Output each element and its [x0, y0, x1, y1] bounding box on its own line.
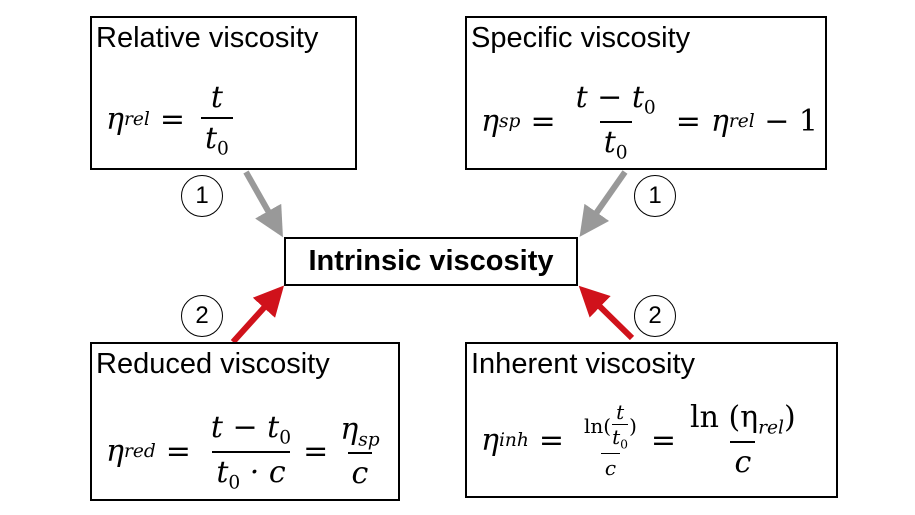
zero: 0	[279, 427, 292, 449]
box-title: Relative viscosity	[96, 22, 319, 54]
t-minus-t: t − t	[210, 410, 280, 445]
close-paren: )	[784, 400, 796, 436]
ln: ln(	[584, 413, 612, 438]
fraction: ηsp c	[336, 412, 383, 492]
eta: η	[481, 422, 499, 458]
subscript: inh	[498, 429, 529, 451]
denominator: t0	[200, 117, 233, 160]
t: t	[603, 124, 616, 160]
subscript: rel	[728, 111, 755, 132]
eta: η	[710, 104, 729, 139]
fraction: t t0	[200, 80, 233, 160]
equals: =	[303, 434, 329, 469]
equals: =	[165, 434, 191, 469]
denominator: c	[347, 452, 373, 491]
t: t	[612, 425, 621, 449]
equals: =	[159, 102, 185, 138]
subscript: red	[123, 441, 156, 462]
subscript: rel	[123, 109, 150, 131]
fraction: ln (ηrel) c	[686, 400, 800, 480]
zero: 0	[228, 472, 241, 493]
fraction: ln( t t0 ) c	[580, 400, 641, 480]
numerator: ln( t t0 )	[580, 400, 641, 453]
arrow-inherent-to-intrinsic	[578, 285, 635, 341]
minus-one: − 1	[754, 104, 819, 139]
t-minus-t: t − t	[575, 80, 644, 115]
step-2-badge: 2	[181, 295, 223, 337]
eta: η	[340, 411, 359, 447]
fraction: t − t0 t0	[572, 80, 660, 163]
denominator: t0	[599, 120, 632, 163]
times-c: · c	[240, 454, 286, 490]
intrinsic-viscosity-box: Intrinsic viscosity	[284, 237, 578, 286]
numerator: ηsp	[336, 412, 383, 453]
t: t	[216, 454, 229, 490]
equals: =	[530, 104, 556, 139]
zero: 0	[643, 97, 656, 119]
zero: 0	[615, 142, 628, 163]
ln-eta: ln (η	[690, 400, 759, 436]
zero: 0	[620, 436, 629, 452]
inner-fraction: t t0	[612, 400, 629, 452]
zero: 0	[217, 138, 229, 160]
subscript: sp	[498, 111, 521, 132]
arrow-specific-to-intrinsic	[579, 170, 628, 237]
box-title: Reduced viscosity	[96, 348, 330, 380]
step-2-badge: 2	[634, 295, 676, 337]
numerator: ln (ηrel)	[686, 400, 800, 441]
box-title: Specific viscosity	[471, 22, 691, 54]
numerator: t − t0	[572, 80, 660, 121]
eta: η	[481, 104, 499, 139]
t: t	[616, 400, 625, 424]
equals: =	[675, 104, 701, 139]
equals: =	[650, 422, 677, 458]
fraction: t − t0 t0 · c	[207, 410, 295, 493]
eta: η	[106, 434, 124, 469]
numerator: t − t0	[207, 410, 295, 451]
box-title: Inherent viscosity	[471, 348, 696, 380]
arrow-relative-to-intrinsic	[243, 170, 283, 238]
step-1-badge: 1	[181, 175, 223, 217]
subscript: rel	[758, 417, 784, 439]
close-paren: )	[629, 413, 637, 438]
arrow-reduced-to-intrinsic	[230, 285, 285, 345]
denominator: c	[600, 453, 621, 480]
step-1-badge: 1	[634, 175, 676, 217]
equals: =	[538, 422, 565, 458]
denominator: t0 · c	[212, 450, 290, 493]
subscript: sp	[358, 429, 380, 451]
inner-denominator: t0	[612, 424, 629, 452]
t: t	[204, 121, 218, 156]
denominator: c	[730, 440, 756, 480]
numerator: t	[210, 80, 223, 115]
eta: η	[106, 102, 124, 138]
